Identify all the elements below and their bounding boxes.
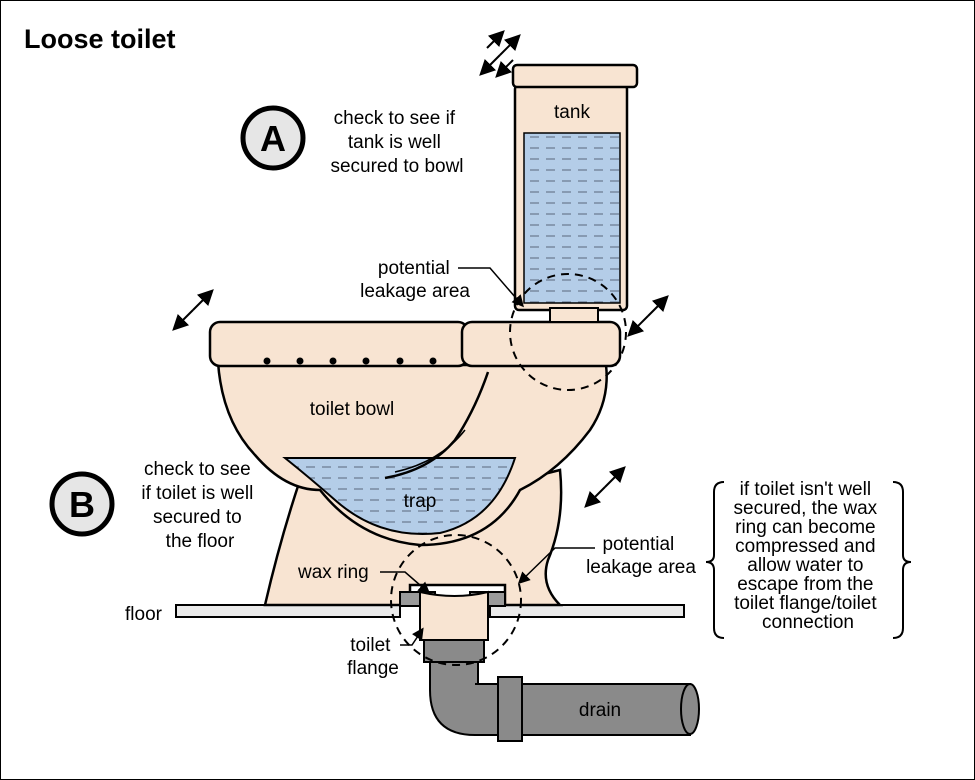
wax-ring-assembly: [399, 590, 506, 641]
leader-lower: [517, 547, 595, 585]
wobble-arrow-icon: [479, 54, 501, 76]
trap-label: trap: [404, 491, 437, 512]
trap-water: [282, 457, 517, 535]
callout-b: B check to see if toilet is well secured…: [49, 459, 258, 552]
callout-b-line: if toilet is well: [141, 483, 253, 504]
callout-b-line: check to see: [144, 459, 251, 480]
explanation-text: if toilet isn't well secured, the wax ri…: [734, 479, 883, 633]
callout-b-line: the floor: [166, 531, 235, 552]
badge-a-letter: A: [260, 118, 286, 159]
badge-b-circle: [49, 471, 115, 537]
wobble-arrows-joint: [627, 295, 669, 337]
floor: floor: [125, 604, 685, 625]
wobble-arrows-tank: [479, 30, 521, 78]
leakage-upper-line: leakage area: [360, 281, 470, 302]
leader-wax-ring: [380, 571, 431, 594]
leader-flange: [400, 627, 424, 646]
leakage-lower-line: potential: [602, 534, 674, 555]
wobble-arrows-rim: [172, 289, 214, 331]
drain-pipe: drain: [423, 635, 700, 742]
wobble-arrows-base: [584, 466, 626, 508]
wobble-arrow-icon: [627, 315, 649, 337]
callout-b-line: secured to: [153, 507, 242, 528]
toilet-rim: [208, 320, 622, 368]
drain-label: drain: [579, 700, 621, 721]
callout-a-text: check to see if tank is well secured to …: [330, 108, 463, 177]
callout-b-text: check to see if toilet is well secured t…: [141, 459, 258, 552]
explanation-line: connection: [762, 612, 854, 633]
leakage-circle-lower: [390, 534, 522, 666]
wobble-arrow-icon: [499, 34, 521, 56]
explanation-line: ring can become: [735, 517, 875, 538]
explanation-line: if toilet isn't well: [740, 479, 871, 500]
tank-label: tank: [554, 102, 590, 123]
callout-a-line: secured to bowl: [330, 156, 463, 177]
toilet-bowl-label: toilet bowl: [310, 399, 395, 420]
toilet-tank: tank: [511, 63, 639, 323]
badge-a-circle: [240, 105, 306, 171]
explanation-line: allow water to: [747, 555, 863, 576]
brace-right: [892, 481, 912, 639]
toilet-flange-line: toilet: [350, 635, 391, 656]
tank-lid: [511, 63, 639, 89]
leakage-upper-label: potential leakage area: [360, 258, 470, 302]
toilet-flange-label: toilet flange: [347, 635, 399, 679]
explanation-line: compressed and: [735, 536, 875, 557]
leakage-circle-upper: [509, 273, 627, 391]
leakage-lower-line: leakage area: [586, 557, 696, 578]
explanation-note: if toilet isn't well secured, the wax ri…: [705, 479, 912, 639]
callout-a-line: check to see if: [334, 108, 456, 129]
explanation-line: toilet flange/toilet: [734, 593, 877, 614]
page-title: Loose toilet: [24, 24, 176, 54]
wobble-arrow-icon: [495, 59, 514, 78]
wobble-arrow-icon: [647, 295, 669, 317]
wax-ring-label: wax ring: [297, 562, 369, 583]
leakage-upper-line: potential: [378, 258, 450, 279]
callout-a-line: tank is well: [348, 132, 441, 153]
toilet-bowl-body: [216, 360, 608, 547]
badge-b-letter: B: [69, 484, 95, 525]
pipe-coupling: [497, 676, 523, 742]
toilet-flange-line: flange: [347, 658, 399, 679]
brace-left: [705, 481, 725, 639]
leakage-lower-label: potential leakage area: [586, 534, 696, 578]
wobble-arrow-icon: [584, 486, 606, 508]
leader-upper: [458, 267, 524, 308]
explanation-line: escape from the: [737, 574, 873, 595]
explanation-line: secured, the wax: [734, 498, 878, 519]
tank-water: [523, 132, 621, 304]
wobble-arrow-icon: [486, 30, 505, 49]
callout-a: A check to see if tank is well secured t…: [240, 105, 464, 177]
wobble-arrow-icon: [192, 289, 214, 311]
floor-label: floor: [125, 604, 163, 625]
wobble-arrow-icon: [172, 309, 194, 331]
wobble-arrow-icon: [604, 466, 626, 488]
